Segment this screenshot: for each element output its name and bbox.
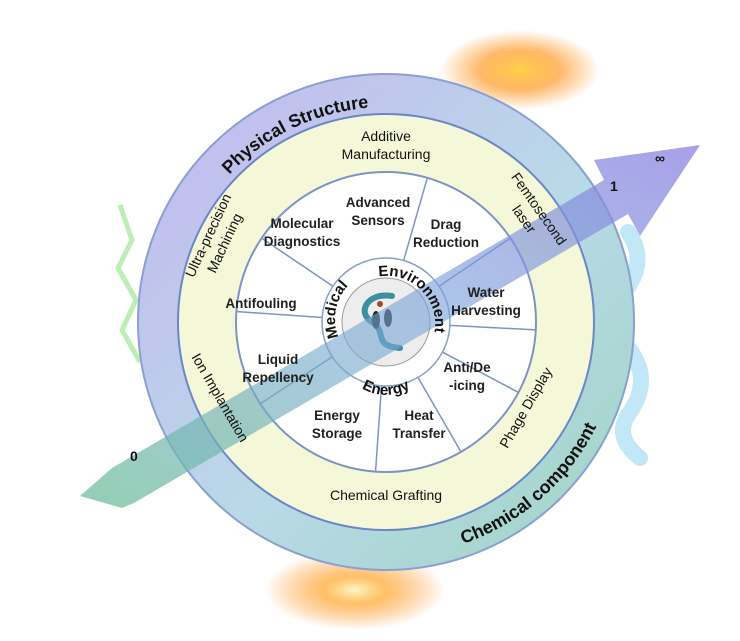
wheel-spoke	[402, 177, 429, 261]
wheel-spoke	[417, 377, 462, 453]
method-chemical-grafting: Chemical Grafting	[330, 487, 442, 503]
arrow-end-label-infinity: ∞	[655, 150, 665, 166]
arrow-end-label-one: 1	[610, 178, 618, 194]
wheel-spoke	[374, 385, 383, 472]
app-anti-de-icing: Anti/De-icing	[443, 360, 491, 393]
app-antifouling: Antifouling	[225, 296, 296, 311]
wheel-spoke	[261, 237, 334, 287]
wheel-spoke	[236, 310, 323, 319]
progress-arrow	[80, 145, 700, 508]
logo-dot-icon	[377, 301, 383, 307]
fire-effect-top-right	[440, 30, 600, 110]
wheel-spoke	[449, 324, 536, 331]
svg-text:Energy: Energy	[360, 376, 413, 399]
lightning-effect-left	[115, 204, 143, 364]
category-energy: Energy	[360, 376, 413, 399]
arrow-start-label: 0	[130, 448, 138, 464]
wheel-spoke	[442, 351, 519, 394]
